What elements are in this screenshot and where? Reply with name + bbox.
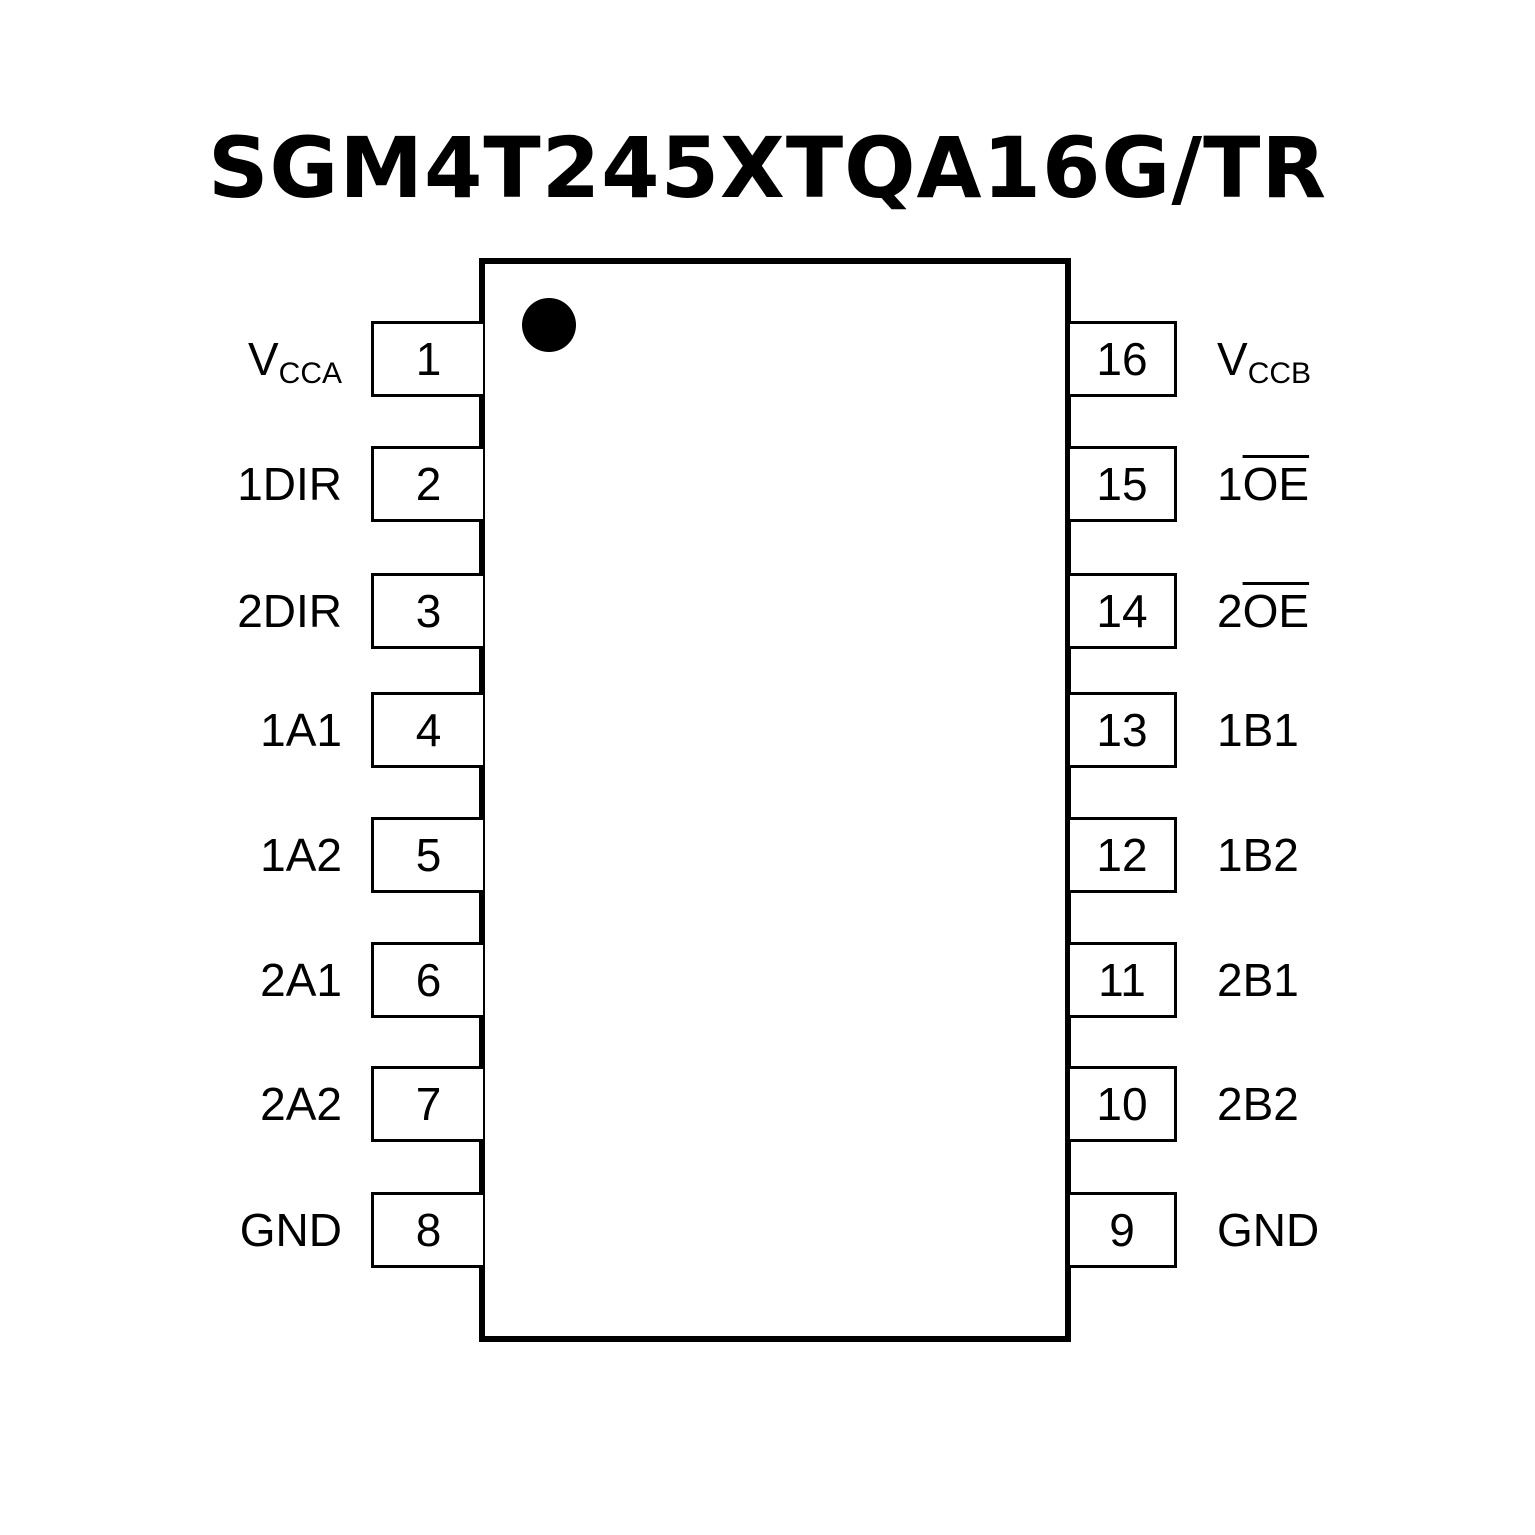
pin-number: 4: [415, 704, 442, 756]
pin-box: 15: [1070, 446, 1177, 522]
pin-number: 10: [1096, 1078, 1148, 1130]
pin-name: 1B1: [1217, 704, 1299, 756]
pin-name-active-low: OE: [1242, 458, 1310, 510]
pin-number: 13: [1096, 704, 1148, 756]
pin-label: 1A1: [260, 692, 342, 768]
pin-box: 12: [1070, 817, 1177, 893]
pin-name: 2B1: [1217, 954, 1299, 1006]
pin-name: GND: [1217, 1204, 1320, 1256]
pin-name: 2B2: [1217, 1078, 1299, 1130]
pin-box: 14: [1070, 573, 1177, 649]
pin-label: 1B1: [1217, 692, 1299, 768]
pin-name-subscript: CCA: [278, 357, 342, 390]
pin-label: 2DIR: [237, 573, 342, 649]
pin-number: 3: [415, 585, 442, 637]
pin-name: 2: [1217, 585, 1243, 637]
pin-box: 7: [371, 1066, 483, 1142]
pin-box: 11: [1070, 942, 1177, 1018]
pin-name: 2DIR: [237, 585, 342, 637]
pin-box: 1: [371, 321, 483, 397]
pin-box: 10: [1070, 1066, 1177, 1142]
pin-number: 7: [415, 1078, 442, 1130]
pin-number: 14: [1096, 585, 1148, 637]
pin-box: 2: [371, 446, 483, 522]
pin-box: 6: [371, 942, 483, 1018]
pin-name-subscript: CCB: [1247, 357, 1312, 390]
pin-name: 1B2: [1217, 829, 1299, 881]
part-number-title: SGM4T245XTQA16G/TR: [207, 119, 1328, 217]
pin-label: 2A1: [260, 942, 342, 1018]
pin-label: 1OE: [1217, 446, 1309, 522]
pin-number: 5: [415, 829, 442, 881]
pin-name: 1A1: [260, 704, 342, 756]
pin-number: 15: [1096, 458, 1148, 510]
pin-number: 12: [1096, 829, 1148, 881]
pin-name: V: [1217, 333, 1248, 385]
pin-label: VCCA: [248, 321, 342, 412]
pin-label: VCCB: [1217, 321, 1311, 412]
pin-label: 2OE: [1217, 573, 1309, 649]
pin-box: 3: [371, 573, 483, 649]
pin-number: 11: [1098, 954, 1146, 1006]
pin-label: GND: [1217, 1192, 1319, 1268]
pin-number: 8: [415, 1204, 442, 1256]
pin-box: 9: [1070, 1192, 1177, 1268]
pin-label: 1B2: [1217, 817, 1299, 893]
pin-number: 6: [415, 954, 442, 1006]
pin-name: 2A2: [260, 1078, 342, 1130]
ic-package-body: [479, 258, 1071, 1342]
pin-name: 1: [1217, 458, 1243, 510]
pin-number: 2: [415, 458, 442, 510]
pin-name: 1DIR: [237, 458, 342, 510]
pin-number: 16: [1096, 333, 1148, 385]
pin-name: 2A1: [260, 954, 342, 1006]
pin-label: 2B1: [1217, 942, 1299, 1018]
pin-label: GND: [240, 1192, 342, 1268]
pin-label: 2A2: [260, 1066, 342, 1142]
pin-label: 1DIR: [237, 446, 342, 522]
pin-box: 13: [1070, 692, 1177, 768]
pin-name: GND: [239, 1204, 342, 1256]
pin-box: 16: [1070, 321, 1177, 397]
pin-label: 2B2: [1217, 1066, 1299, 1142]
pin-box: 5: [371, 817, 483, 893]
pin-name: 1A2: [260, 829, 342, 881]
pin-name-active-low: OE: [1242, 585, 1310, 637]
pin-box: 8: [371, 1192, 483, 1268]
pin-number: 1: [415, 333, 442, 385]
pin-box: 4: [371, 692, 483, 768]
pin-name: V: [247, 333, 279, 385]
pin-number: 9: [1109, 1204, 1135, 1256]
pin-label: 1A2: [260, 817, 342, 893]
pin1-indicator-dot: [522, 298, 576, 352]
